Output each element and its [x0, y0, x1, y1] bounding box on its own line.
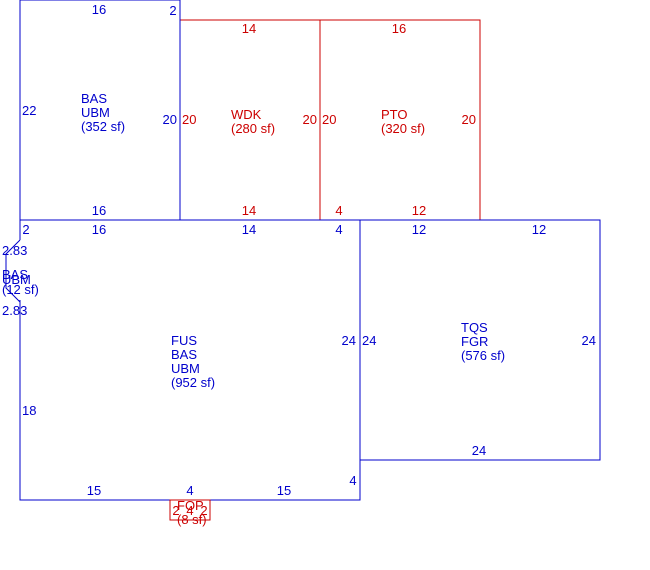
fop-dim-c: 2 — [200, 503, 207, 518]
fus-dim-right: 24 — [342, 333, 356, 348]
fus-dim-bottom-b: 4 — [186, 483, 193, 498]
bay-dim-upper: 2.83 — [2, 243, 27, 258]
tqs-area: 12 12 24 24 24 TQS FGR (576 sf) — [360, 219, 601, 461]
fop-outline — [169, 499, 211, 521]
bay-dim-lower: 2.83 — [2, 303, 27, 318]
fus-dim-bottom-a: 15 — [87, 483, 101, 498]
upper-bas-dim-top: 16 — [92, 2, 106, 17]
upper-bas-dim-left: 22 — [22, 103, 36, 118]
wdk-dim-top: 14 — [242, 21, 256, 36]
tqs-label-line-3: (576 sf) — [461, 348, 505, 363]
fus-dim-top-b: 14 — [242, 222, 256, 237]
bay-label-line-1: BAS — [2, 267, 28, 282]
tqs-dim-top-a: 12 — [412, 222, 426, 237]
tqs-dim-right: 24 — [582, 333, 596, 348]
fop-area: 2 4 2 FOP (8 sf) — [169, 498, 211, 527]
fus-label-line-2: BAS — [171, 347, 197, 362]
wdk-dim-left: 20 — [182, 112, 196, 127]
fus-area: 2 16 14 4 18 24 15 4 15 4 FUS BAS UBM (9… — [5, 219, 361, 501]
fus-label-line-3: UBM — [171, 361, 200, 376]
tqs-label-line-1: TQS — [461, 320, 488, 335]
wdk-label-line-2: (280 sf) — [231, 121, 275, 136]
upper-bas-dim-bottom: 16 — [92, 203, 106, 218]
fus-label-line-1: FUS — [171, 333, 197, 348]
tqs-dim-top-b: 12 — [532, 222, 546, 237]
bay-outline — [5, 239, 21, 303]
upper-bas-label-line-3: (352 sf) — [81, 119, 125, 134]
fop-label-line-1: FOP — [177, 498, 204, 513]
fop-dim-b: 4 — [186, 503, 193, 518]
bay-label-line-2: UBM — [2, 272, 31, 287]
fus-label-line-4: (952 sf) — [171, 375, 215, 390]
fus-dim-top-c: 4 — [335, 222, 342, 237]
fus-dim-top-left: 2 — [22, 222, 29, 237]
bay-area: 2.83 2.83 BAS UBM (12 sf) — [2, 243, 39, 318]
pto-dim-top: 16 — [392, 21, 406, 36]
tqs-dim-bottom: 24 — [472, 443, 486, 458]
pto-dim-bottom-left: 4 — [335, 203, 342, 218]
pto-label-line-2: (320 sf) — [381, 121, 425, 136]
tqs-outline — [360, 219, 601, 461]
pto-dim-bottom: 12 — [412, 203, 426, 218]
fus-dim-left: 18 — [22, 403, 36, 418]
upper-bas-area: 16 2 22 20 16 BAS UBM (352 sf) — [19, 0, 181, 221]
bay-label-line-3: (12 sf) — [2, 282, 39, 297]
pto-label-line-1: PTO — [381, 107, 408, 122]
fop-label-line-2: (8 sf) — [177, 512, 207, 527]
tqs-label-line-2: FGR — [461, 334, 488, 349]
fus-dim-top-a: 16 — [92, 222, 106, 237]
upper-bas-label-line-1: BAS — [81, 91, 107, 106]
fus-dim-bottom-c: 15 — [277, 483, 291, 498]
wdk-label-line-1: WDK — [231, 107, 262, 122]
pto-dim-left: 20 — [322, 112, 336, 127]
fus-outline — [19, 219, 361, 501]
fop-dim-a: 2 — [172, 503, 179, 518]
wdk-dim-bottom: 14 — [242, 203, 256, 218]
pto-dim-right: 20 — [462, 112, 476, 127]
wdk-area: 14 20 20 14 WDK (280 sf) — [179, 19, 321, 220]
wdk-dim-right: 20 — [303, 112, 317, 127]
upper-bas-dim-right: 20 — [163, 112, 177, 127]
upper-bas-dim-corner: 2 — [169, 3, 176, 18]
tqs-dim-left: 24 — [362, 333, 376, 348]
upper-bas-label-line-2: UBM — [81, 105, 110, 120]
fus-dim-bottom-right: 4 — [349, 473, 356, 488]
pto-area: 16 20 20 4 12 PTO (320 sf) — [320, 19, 481, 221]
